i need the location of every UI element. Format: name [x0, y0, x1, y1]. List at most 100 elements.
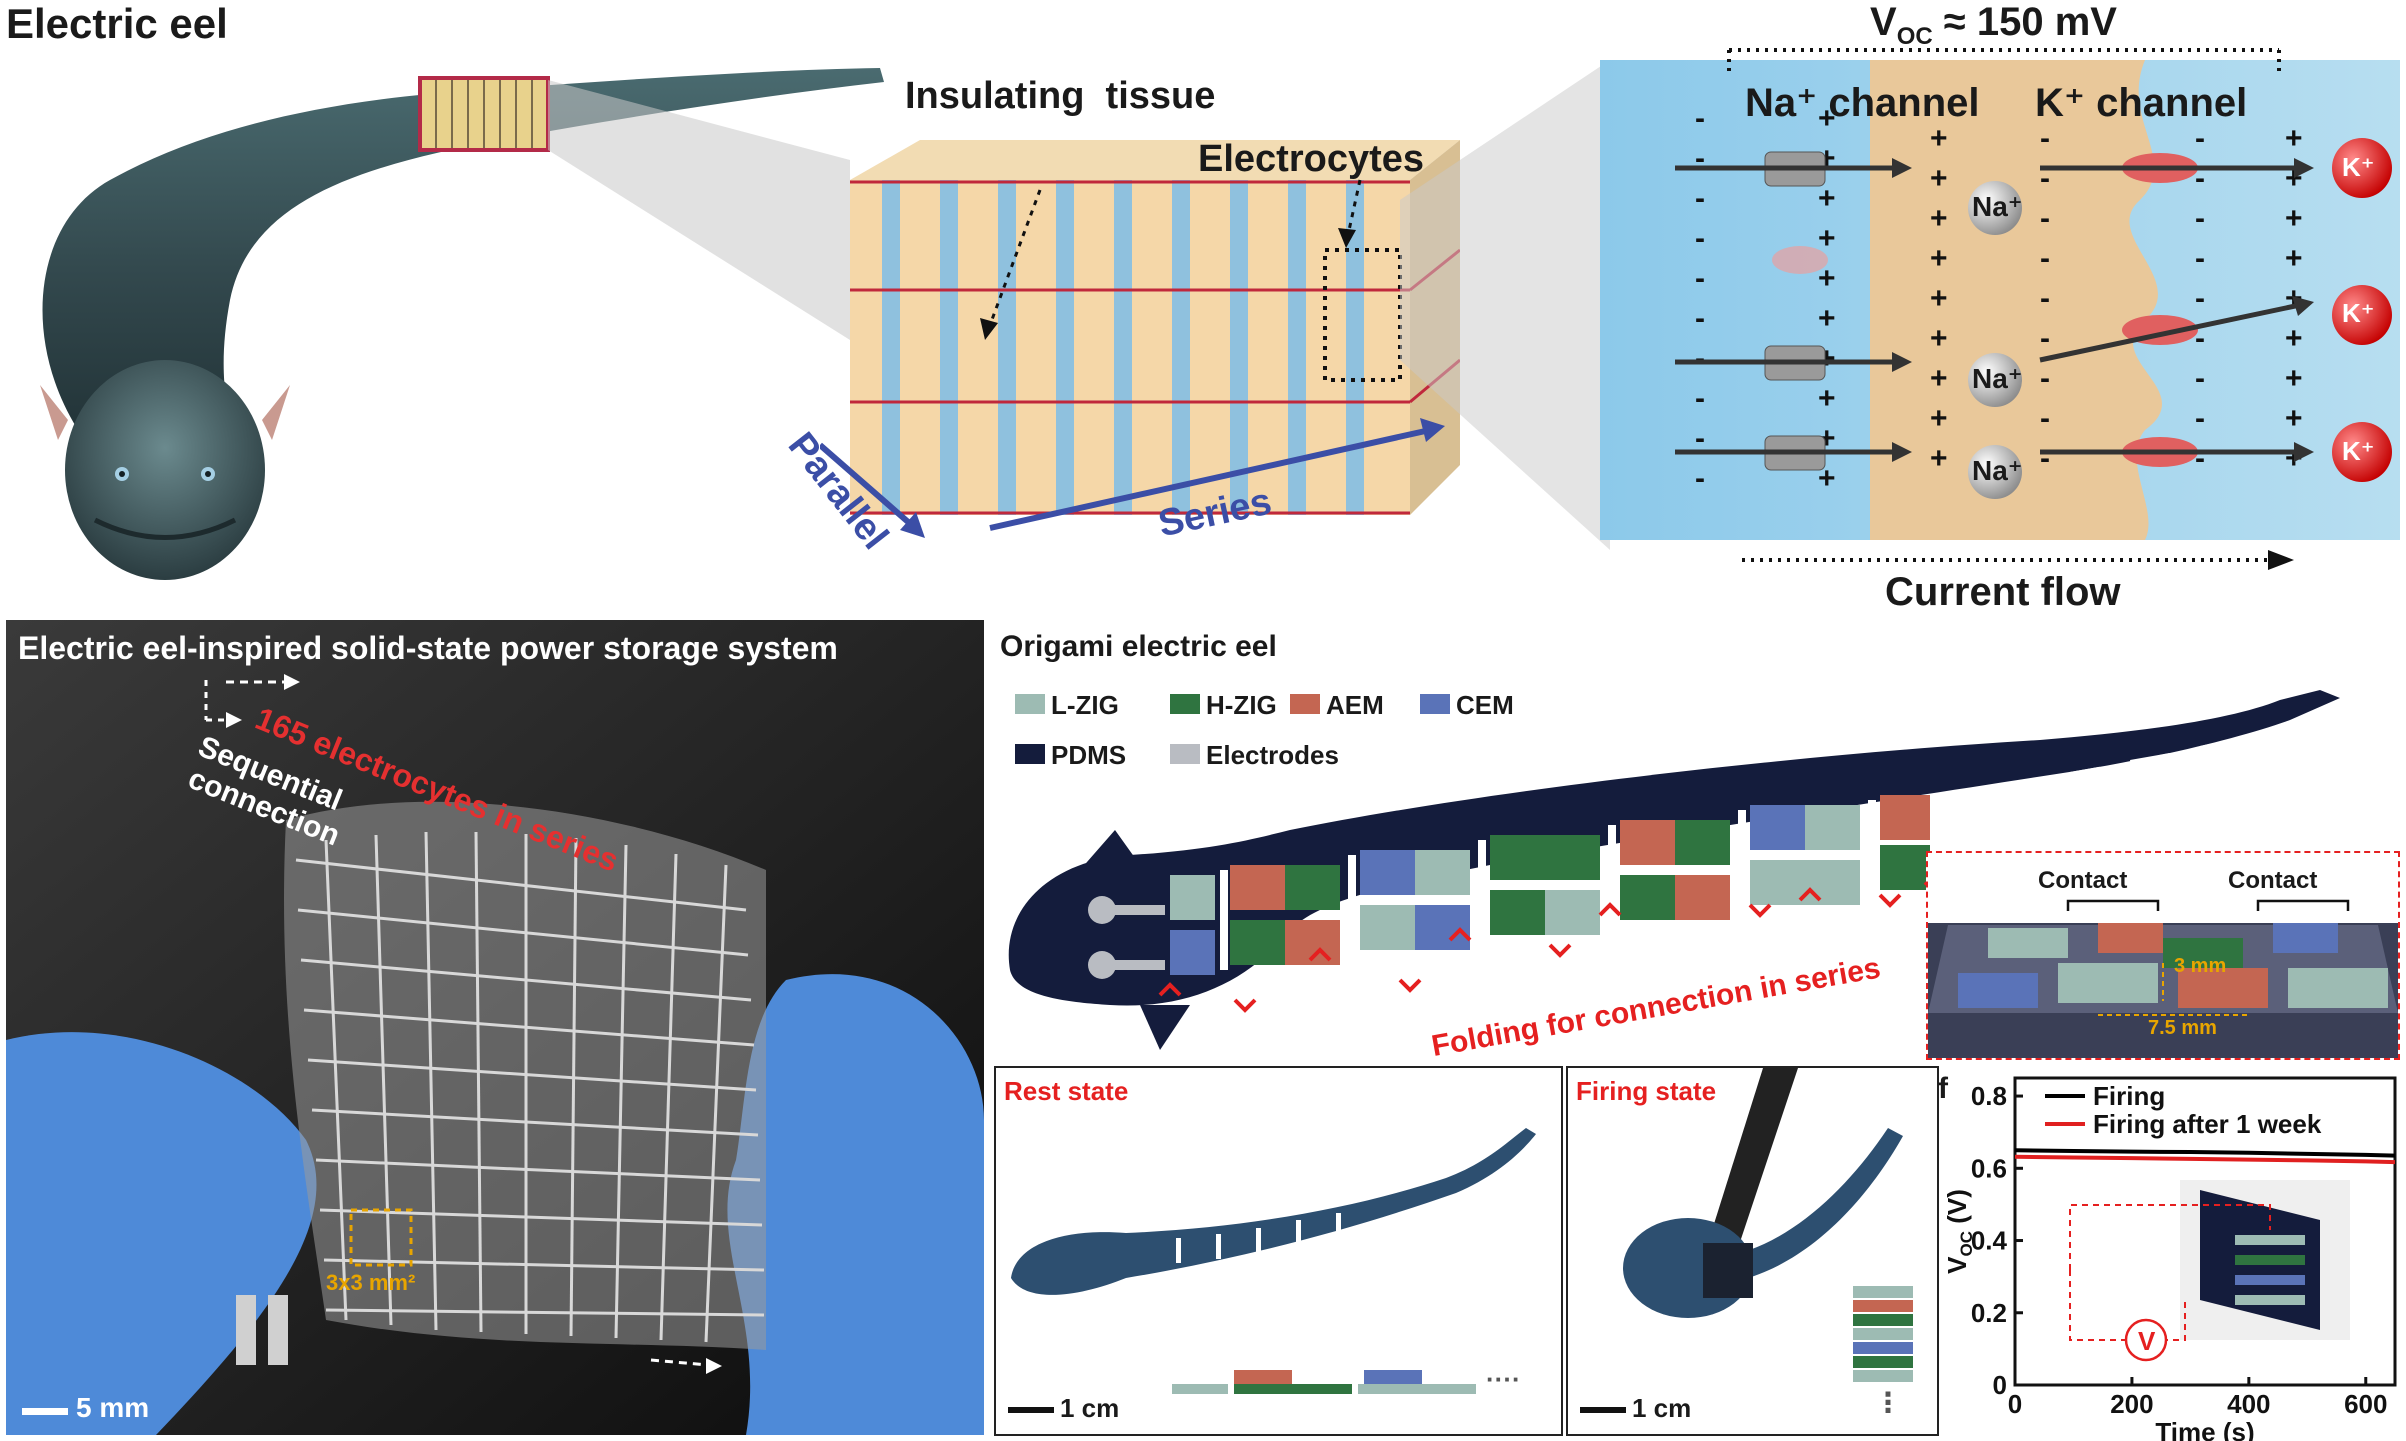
legend-swatch: [1015, 744, 1045, 764]
insulating-tissue-label: Insulating tissue: [905, 75, 1216, 117]
contact-label-2: Contact: [2228, 867, 2318, 894]
plot-frame: [2013, 1076, 2397, 1387]
firing-state-photo: [1580, 1068, 1913, 1413]
svg-text:+: +: [1930, 442, 1948, 475]
electrocyte-block: [820, 140, 1460, 538]
stack-layer-4: [1234, 1384, 1352, 1394]
panel-b: Electric eel-inspired solid-state power …: [6, 620, 984, 1435]
svg-text:-: -: [2040, 402, 2050, 435]
legend-label: CEM: [1456, 690, 1514, 720]
svg-text:-: -: [2040, 322, 2050, 355]
legend-label: AEM: [1326, 690, 1384, 720]
device-photo: [6, 620, 984, 1435]
legend-label: H-ZIG: [1206, 690, 1277, 720]
na-ion-label-2: Na⁺: [1972, 363, 2023, 394]
panel-a-title: Electric eel: [6, 0, 228, 47]
svg-text:-: -: [2040, 202, 2050, 235]
svg-text:-: -: [2040, 122, 2050, 155]
svg-text:-: -: [2195, 362, 2205, 395]
k-channel-label: K⁺ channel: [2035, 81, 2248, 125]
svg-text:+: +: [1930, 122, 1948, 155]
svg-text:-: -: [2195, 162, 2205, 195]
stack-e-1: [1853, 1286, 1913, 1298]
scale-bar-e: [1580, 1407, 1626, 1413]
stack-layer-3: [1172, 1384, 1228, 1394]
panel-d-title: Rest state: [1004, 1076, 1129, 1106]
svg-text:-: -: [1695, 102, 1705, 135]
dim-7-5mm-label: 7.5 mm: [2148, 1017, 2217, 1039]
svg-text:+: +: [1818, 222, 1836, 255]
scale-bar-d: [1008, 1407, 1054, 1413]
contact-inset: Contact Contact 3 mm 7.5 mm: [1926, 851, 2400, 1060]
rest-state-photo: [1008, 1128, 1536, 1413]
legend-swatch: [1420, 694, 1450, 714]
legend-label: L-ZIG: [1051, 690, 1119, 720]
legend-label: PDMS: [1051, 740, 1127, 770]
svg-text:-: -: [1695, 462, 1705, 495]
svg-text:-: -: [2195, 402, 2205, 435]
legend-label: Electrodes: [1206, 740, 1339, 770]
svg-text:+: +: [1818, 302, 1836, 335]
svg-text:-: -: [1695, 182, 1705, 215]
svg-text:-: -: [2040, 162, 2050, 195]
series-line-2: [2014, 1154, 2396, 1165]
k-ion-label-1: K⁺: [2342, 152, 2375, 182]
electrocytes-label: Electrocytes: [1198, 138, 1425, 180]
svg-text:-: -: [2040, 362, 2050, 395]
ion-channel-zoom-cone: [1400, 60, 1610, 550]
stack-layer-5: [1358, 1384, 1476, 1394]
y-axis-label: VOC (V): [1942, 1189, 1976, 1274]
k-ion-1: [2332, 138, 2392, 198]
svg-text:-: -: [2195, 202, 2205, 235]
y-tick-label: 0.6: [1971, 1153, 2007, 1183]
legend: L-ZIG H-ZIG AEM CEM PDMS Electrodes: [1015, 690, 1575, 790]
k-ion-label-3: K⁺: [2342, 436, 2375, 466]
svg-text:+: +: [1818, 262, 1836, 295]
zoom-cone-1: [548, 80, 850, 340]
svg-text:-: -: [1695, 422, 1705, 455]
svg-text:-: -: [1695, 222, 1705, 255]
panel-b-title: Electric eel-inspired solid-state power …: [18, 630, 838, 666]
eel-head: [65, 360, 265, 580]
stack-layer-1: [1234, 1370, 1292, 1384]
origami-cells: [1170, 795, 1930, 975]
svg-text:-: -: [2040, 282, 2050, 315]
legend-swatch: [1170, 694, 1200, 714]
svg-text:-: -: [2195, 242, 2205, 275]
na-ion-2: [1968, 353, 2022, 407]
svg-text:-: -: [2195, 282, 2205, 315]
contact-label-1: Contact: [2038, 867, 2128, 894]
svg-text:-: -: [1695, 382, 1705, 415]
electrocyte-grid: [295, 831, 765, 1343]
svg-text:+: +: [2285, 402, 2303, 435]
svg-text:+: +: [1930, 202, 1948, 235]
origami-eel: [1008, 690, 2340, 1050]
scale-bar-label-d: 1 cm: [1060, 1393, 1120, 1423]
eel-body: [42, 68, 884, 470]
panel-e-title: Firing state: [1576, 1076, 1717, 1106]
stack-e-3: [1853, 1314, 1913, 1326]
svg-text:+: +: [2285, 322, 2303, 355]
na-ion-3: [1968, 445, 2022, 499]
svg-text:+: +: [1930, 322, 1948, 355]
na-channel-label: Na⁺ channel: [1745, 81, 1980, 125]
x-tick-label: 200: [2110, 1389, 2153, 1419]
panel-e-more: ⋮: [1874, 1387, 1902, 1418]
svg-text:+: +: [2285, 242, 2303, 275]
svg-text:-: -: [2195, 122, 2205, 155]
voltmeter-icon: [2124, 1318, 2168, 1362]
glove-right: [727, 974, 984, 1435]
cell-size-label: 3x3 mm²: [326, 1270, 416, 1295]
stack-e-4: [1853, 1328, 1913, 1340]
na-ion-label-3: Na⁺: [1972, 455, 2023, 486]
voc-rest: ≈ 150 mV: [1932, 0, 2117, 44]
svg-text:-: -: [1695, 302, 1705, 335]
y-tick-label: 0.2: [1971, 1298, 2007, 1328]
svg-text:+: +: [2285, 122, 2303, 155]
legend-swatch: [1015, 694, 1045, 714]
svg-text:+: +: [1818, 102, 1836, 135]
voltmeter-label: V: [2138, 1326, 2156, 1356]
legend-text-1: Firing: [2093, 1081, 2165, 1111]
panel-a: Electric eel: [0, 0, 2406, 615]
